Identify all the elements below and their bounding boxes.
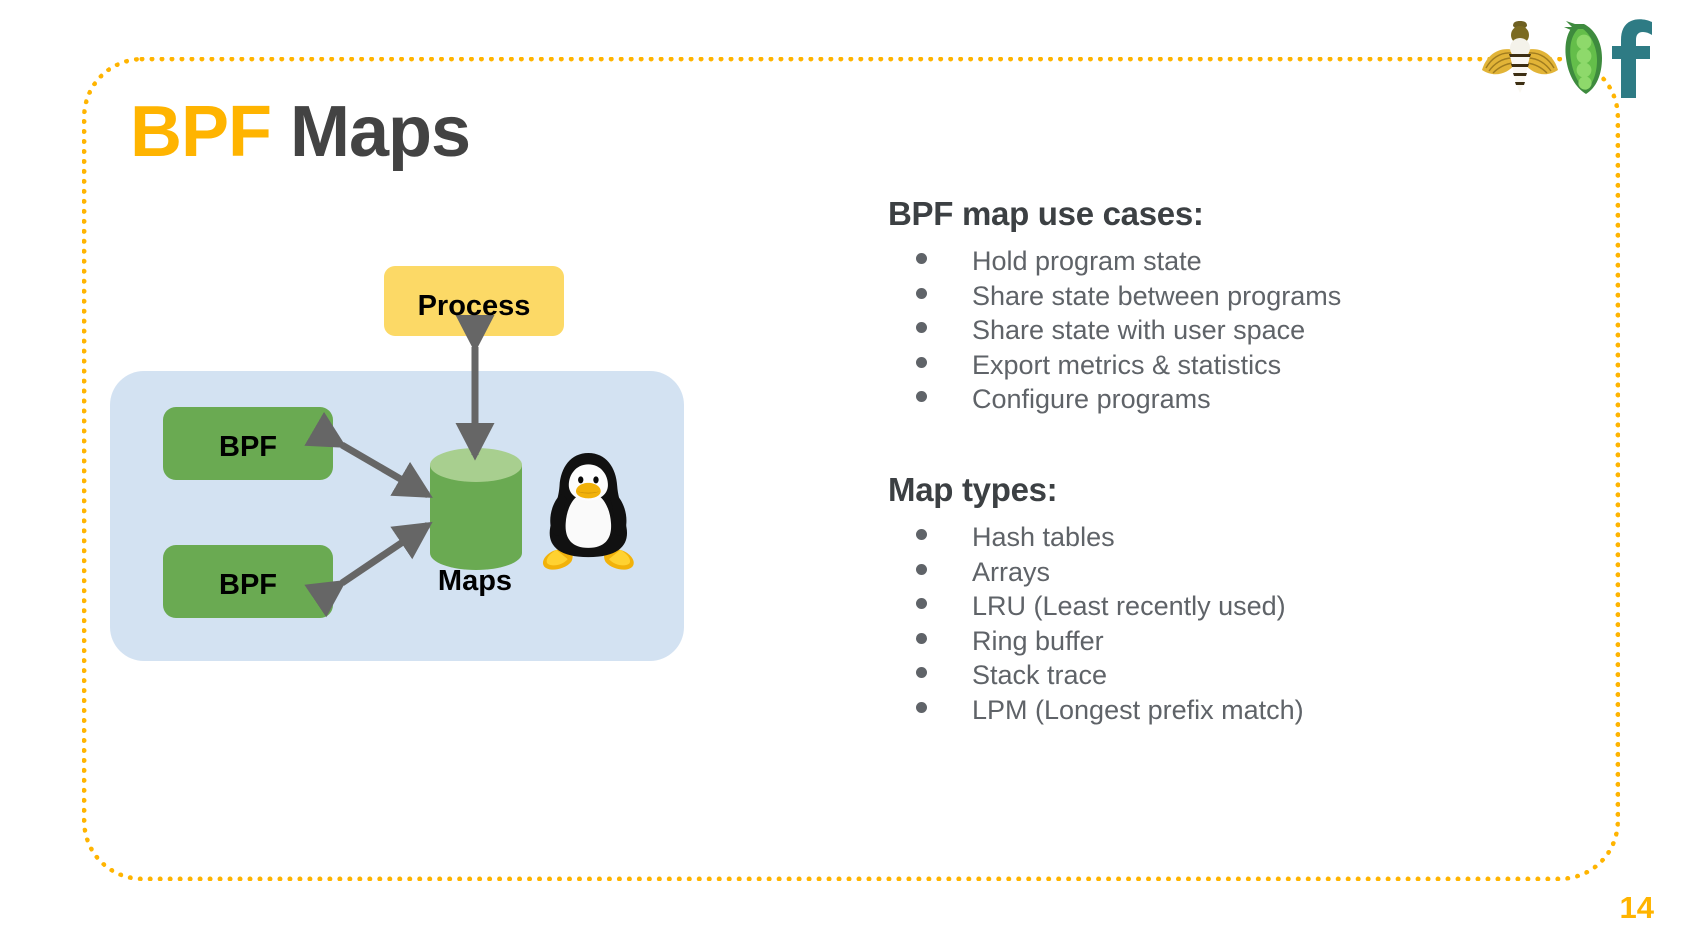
bullet-dot-icon: [916, 632, 927, 644]
list-item-label: Configure programs: [972, 384, 1211, 415]
bullet-dot-icon: [916, 356, 927, 368]
pea-pod-logo-icon: [1562, 20, 1608, 98]
list-item-label: Ring buffer: [972, 625, 1104, 656]
list-item: LPM (Longest prefix match): [888, 693, 1528, 728]
list-item: Export metrics & statistics: [888, 348, 1528, 383]
bullet-dot-icon: [916, 701, 927, 713]
list-item-label: Share state with user space: [972, 315, 1306, 346]
list-item: LRU (Least recently used): [888, 589, 1528, 624]
list-item-label: Export metrics & statistics: [972, 349, 1282, 380]
diagram-graphics: [110, 266, 684, 661]
page-title-rest: Maps: [271, 92, 471, 172]
page-title-accent: BPF: [130, 92, 272, 172]
bee-logo-icon: [1480, 20, 1560, 98]
bullet-dot-icon: [916, 563, 927, 575]
bullet-dot-icon: [916, 322, 927, 334]
list-item-label: Hold program state: [972, 246, 1202, 277]
bullet-dot-icon: [916, 529, 927, 541]
brand-logo-strip: [1480, 14, 1658, 104]
list-item-label: LRU (Least recently used): [972, 591, 1286, 622]
bullet-dot-icon: [916, 391, 927, 403]
map-types-list: Hash tables Arrays LRU (Least recently u…: [888, 520, 1528, 727]
tux-penguin-icon: [542, 453, 634, 570]
map-types-heading: Map types:: [888, 470, 1058, 508]
list-item: Stack trace: [888, 658, 1528, 693]
bullet-dot-icon: [916, 667, 927, 679]
list-item: Hash tables: [888, 520, 1528, 555]
bullet-dot-icon: [916, 598, 927, 610]
list-item-label: LPM (Longest prefix match): [972, 694, 1304, 725]
list-item-label: Hash tables: [972, 522, 1115, 553]
f-letter-logo-icon: [1610, 18, 1658, 100]
list-item: Hold program state: [888, 244, 1528, 279]
list-item: Ring buffer: [888, 624, 1528, 659]
bullet-dot-icon: [916, 253, 927, 265]
bpf-maps-diagram: Process BPF BPF Maps: [110, 255, 710, 675]
list-item: Share state between programs: [888, 279, 1528, 314]
list-item: Share state with user space: [888, 313, 1528, 348]
list-item-label: Stack trace: [972, 660, 1108, 691]
list-item-label: Share state between programs: [972, 280, 1342, 311]
list-item: Configure programs: [888, 382, 1528, 417]
use-cases-heading: BPF map use cases:: [888, 195, 1204, 232]
list-item: Arrays: [888, 555, 1528, 590]
use-cases-list: Hold program state Share state between p…: [888, 244, 1528, 417]
page-number: 14: [1619, 890, 1654, 925]
list-item-label: Arrays: [972, 556, 1051, 587]
bullet-dot-icon: [916, 287, 927, 299]
content-column: BPF map use cases: Hold program state Sh…: [888, 193, 1528, 728]
page-title: BPF Maps: [130, 96, 471, 168]
